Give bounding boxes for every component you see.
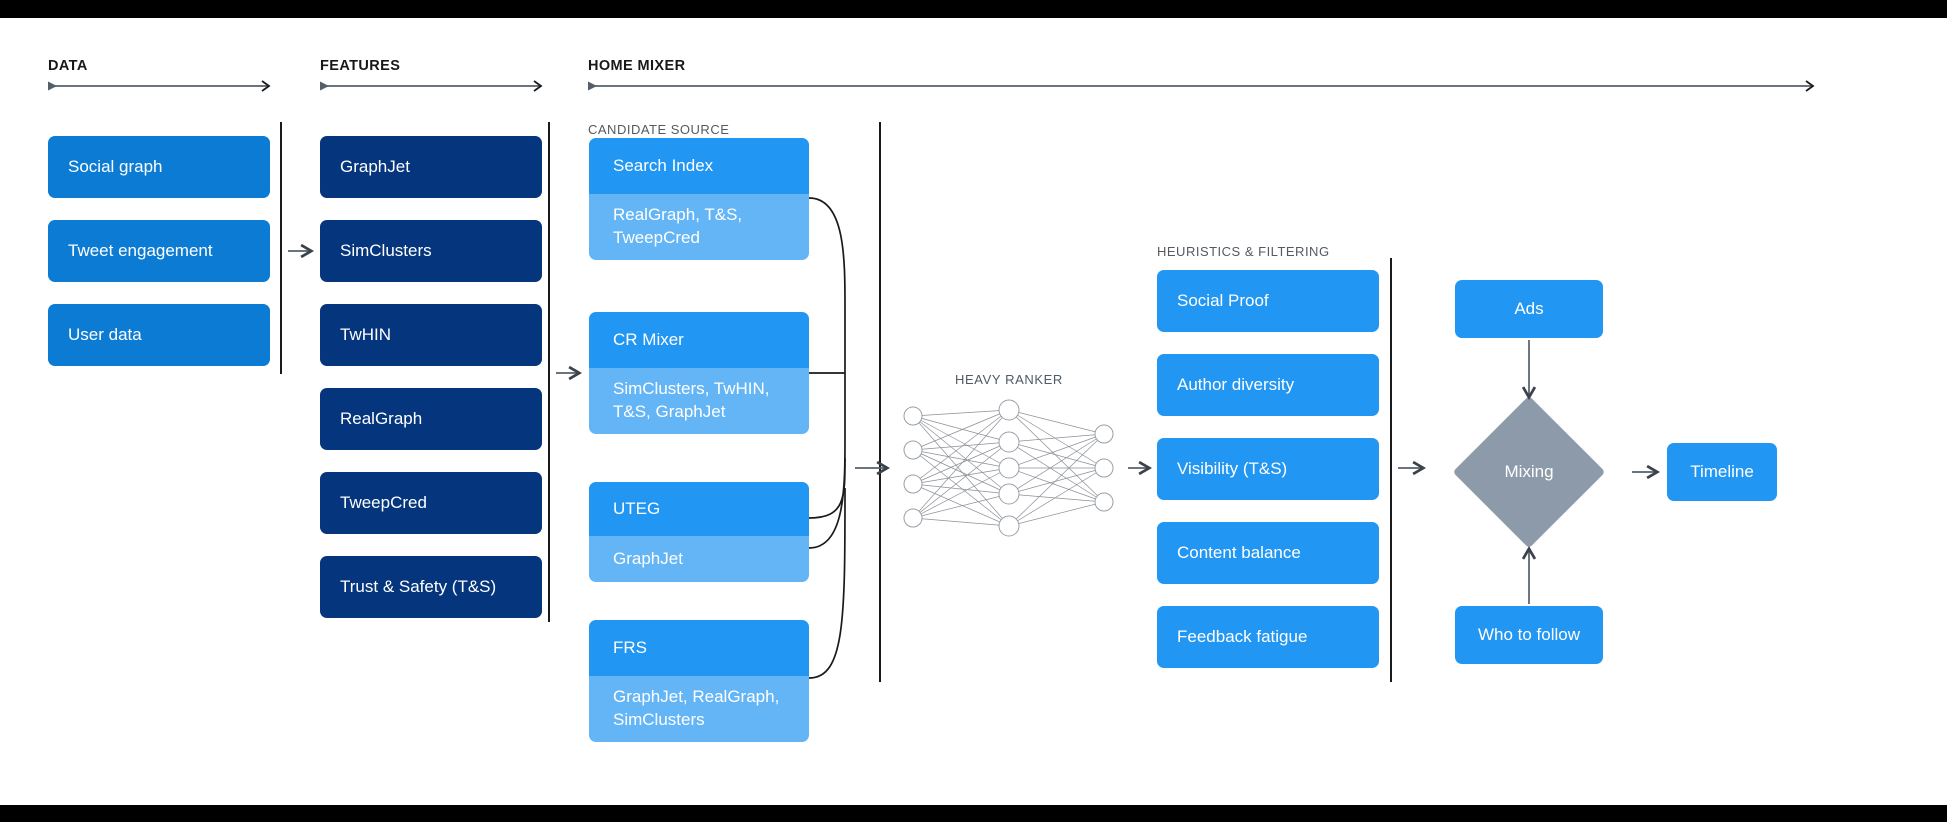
output-box-who-to-follow[interactable]: Who to follow [1455, 606, 1603, 664]
section-arrow-features [320, 80, 548, 92]
heuristic-box-label: Author diversity [1177, 375, 1295, 395]
heuristic-box-feedback-fatigue[interactable]: Feedback fatigue [1157, 606, 1379, 668]
divider-candidate-ranker [879, 122, 881, 682]
candidate-source-card-uteg[interactable]: UTEG GraphJet [589, 482, 809, 582]
candidate-source-detail: RealGraph, T&S, TweepCred [589, 194, 809, 260]
candidate-source-title: UTEG [589, 482, 809, 536]
sublabel-heuristics-filtering: HEURISTICS & FILTERING [1157, 244, 1330, 259]
data-box-tweet-engagement[interactable]: Tweet engagement [48, 220, 270, 282]
mixing-diamond-label: Mixing [1504, 462, 1554, 481]
candidate-source-card-search-index[interactable]: Search Index RealGraph, T&S, TweepCred [589, 138, 809, 260]
feature-box-label: GraphJet [340, 157, 410, 177]
mixing-diamond[interactable]: Mixing [1452, 395, 1606, 549]
feature-box-label: SimClusters [340, 241, 432, 261]
data-box-social-graph[interactable]: Social graph [48, 136, 270, 198]
candidate-source-card-cr-mixer[interactable]: CR Mixer SimClusters, TwHIN, T&S, GraphJ… [589, 312, 809, 434]
heuristic-box-label: Social Proof [1177, 291, 1269, 311]
section-header-home-mixer: HOME MIXER [588, 58, 686, 74]
section-header-data: DATA [48, 58, 88, 74]
feature-box-label: TwHIN [340, 325, 391, 345]
feature-box-tweepcred[interactable]: TweepCred [320, 472, 542, 534]
heuristic-box-social-proof[interactable]: Social Proof [1157, 270, 1379, 332]
candidate-merge-lower [808, 457, 846, 519]
heuristic-box-label: Content balance [1177, 543, 1301, 563]
candidate-source-title: CR Mixer [589, 312, 809, 368]
output-box-label: Ads [1514, 299, 1544, 319]
heuristic-box-author-diversity[interactable]: Author diversity [1157, 354, 1379, 416]
sublabel-heavy-ranker: HEAVY RANKER [955, 372, 1063, 387]
candidate-source-card-frs[interactable]: FRS GraphJet, RealGraph, SimClusters [589, 620, 809, 742]
section-header-features: FEATURES [320, 58, 401, 74]
output-box-label: Who to follow [1477, 625, 1581, 645]
candidate-source-detail: SimClusters, TwHIN, T&S, GraphJet [589, 368, 809, 434]
divider-data-features [280, 122, 282, 374]
data-box-label: User data [68, 325, 142, 345]
section-arrow-data [48, 80, 276, 92]
divider-features-home-mixer [548, 122, 550, 622]
feature-box-twhin[interactable]: TwHIN [320, 304, 542, 366]
feature-box-graphjet[interactable]: GraphJet [320, 136, 542, 198]
section-arrow-home-mixer [588, 80, 1820, 92]
candidate-source-title: Search Index [589, 138, 809, 194]
candidate-source-detail: GraphJet [589, 536, 809, 582]
heavy-ranker-neural-network [896, 398, 1122, 538]
candidate-source-title: FRS [589, 620, 809, 676]
feature-box-realgraph[interactable]: RealGraph [320, 388, 542, 450]
heuristic-box-content-balance[interactable]: Content balance [1157, 522, 1379, 584]
feature-box-trust-safety[interactable]: Trust & Safety (T&S) [320, 556, 542, 618]
feature-box-label: TweepCred [340, 493, 427, 513]
feature-box-label: Trust & Safety (T&S) [340, 577, 497, 597]
data-box-label: Social graph [68, 157, 163, 177]
feature-box-simclusters[interactable]: SimClusters [320, 220, 542, 282]
output-box-label: Timeline [1690, 462, 1754, 482]
heuristic-box-label: Visibility (T&S) [1177, 459, 1288, 479]
heuristic-box-label: Feedback fatigue [1177, 627, 1308, 647]
feature-box-label: RealGraph [340, 409, 423, 429]
output-box-ads[interactable]: Ads [1455, 280, 1603, 338]
diagram-board: DATA FEATURES HOME MIXER CA [0, 18, 1947, 805]
heuristic-box-visibility-ts[interactable]: Visibility (T&S) [1157, 438, 1379, 500]
candidate-merge-bracket [808, 197, 846, 549]
divider-heuristics-mixing [1390, 258, 1392, 682]
data-box-label: Tweet engagement [68, 241, 213, 261]
data-box-user-data[interactable]: User data [48, 304, 270, 366]
candidate-source-detail: GraphJet, RealGraph, SimClusters [589, 676, 809, 742]
candidate-merge-bottom [808, 487, 846, 679]
output-box-timeline[interactable]: Timeline [1667, 443, 1777, 501]
sublabel-candidate-source: CANDIDATE SOURCE [588, 122, 730, 137]
